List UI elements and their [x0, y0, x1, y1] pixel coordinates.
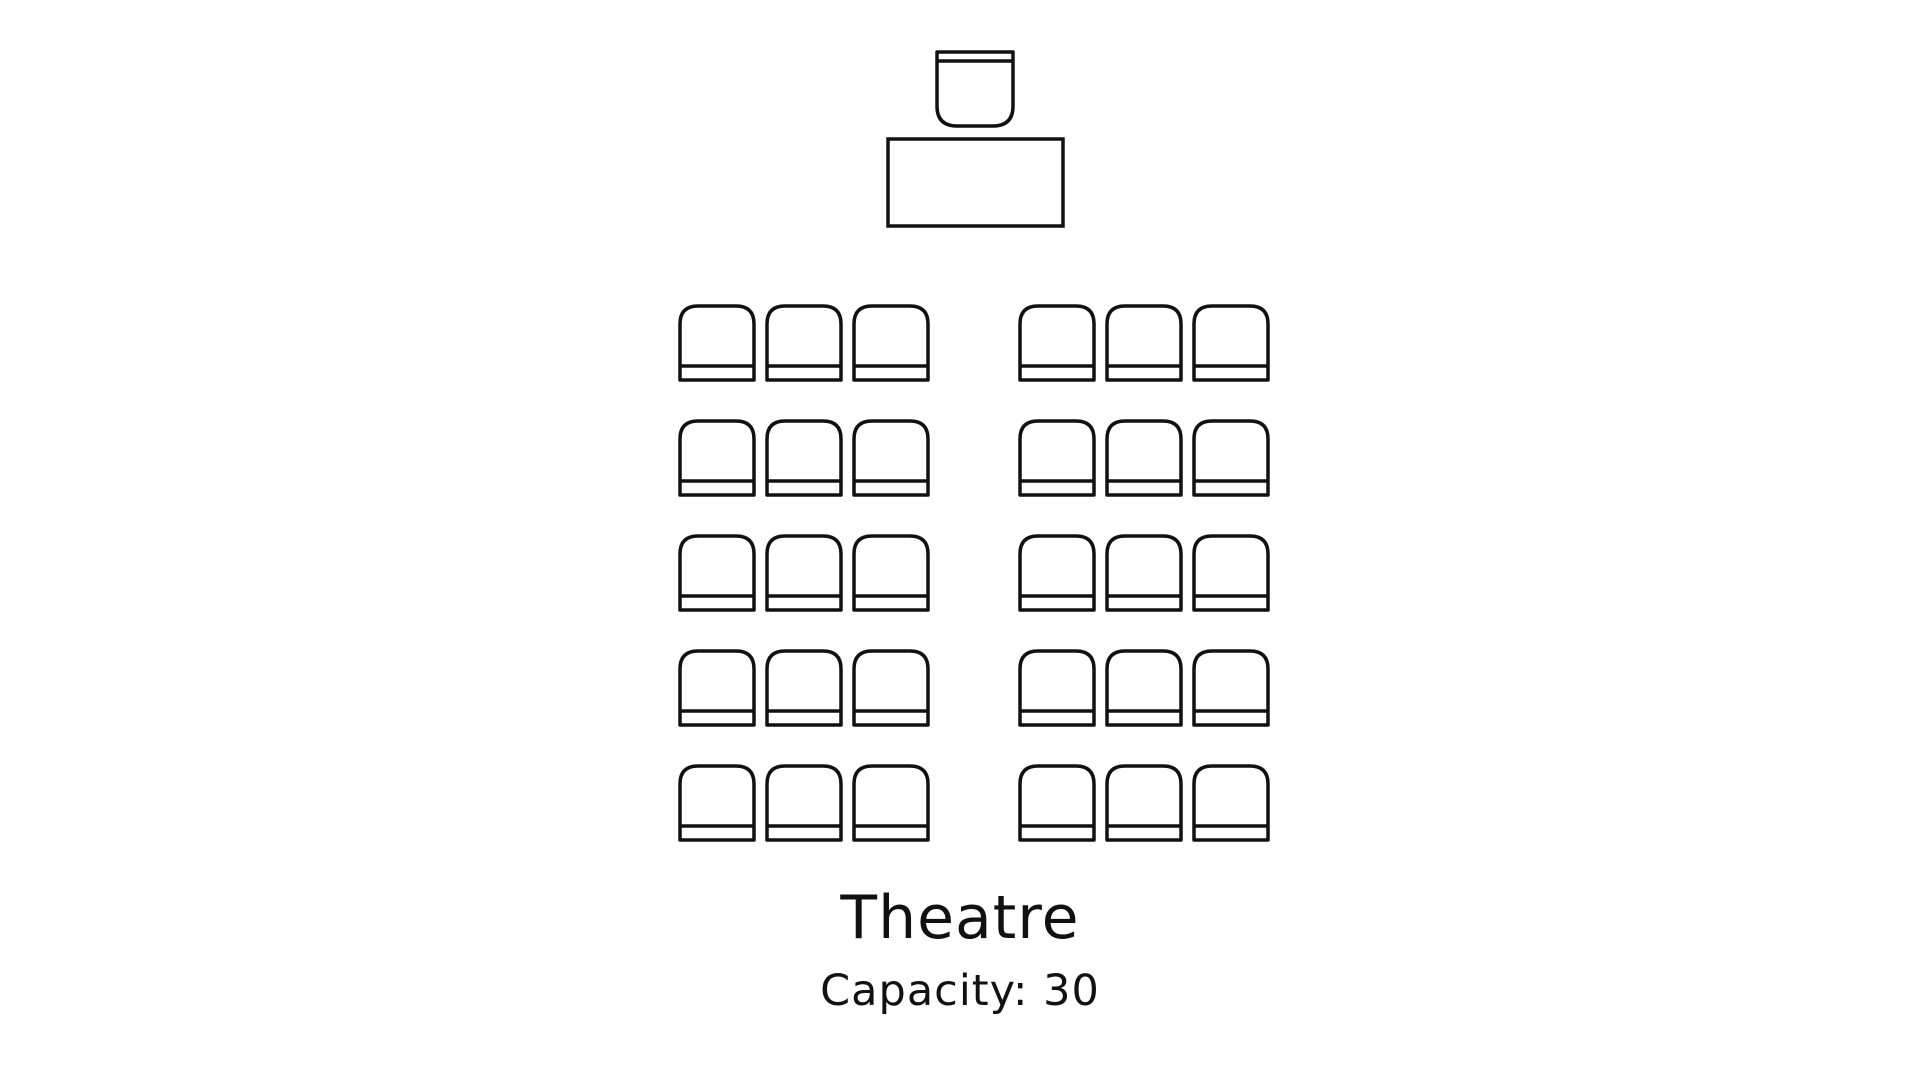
seat-icon: [765, 304, 843, 382]
seat-icon: [678, 419, 756, 497]
seat-icon: [1018, 534, 1096, 612]
seat-icon: [1105, 304, 1183, 382]
seat-icon: [852, 304, 930, 382]
audience-seats: [678, 304, 1270, 842]
seat-icon: [852, 534, 930, 612]
seat-icon: [1105, 419, 1183, 497]
seat-icon: [765, 419, 843, 497]
seat-icon: [765, 649, 843, 727]
seat-icon: [1105, 649, 1183, 727]
seat-icon: [765, 764, 843, 842]
seat-icon: [678, 649, 756, 727]
seat-icon: [678, 764, 756, 842]
seat-icon: [765, 534, 843, 612]
capacity-label: Capacity: 30: [820, 966, 1100, 1016]
seat-icon: [852, 764, 930, 842]
seat-icon: [1018, 304, 1096, 382]
presenter-table-icon: [886, 137, 1065, 228]
seat-icon: [852, 419, 930, 497]
seat-icon: [1018, 419, 1096, 497]
seat-icon: [1192, 419, 1270, 497]
presenter-chair-icon: [935, 50, 1015, 128]
seat-icon: [1105, 764, 1183, 842]
layout-title: Theatre: [840, 883, 1080, 953]
seat-icon: [1018, 649, 1096, 727]
seat-icon: [1018, 764, 1096, 842]
seat-icon: [678, 304, 756, 382]
seat-icon: [852, 649, 930, 727]
seat-icon: [1192, 649, 1270, 727]
seat-icon: [678, 534, 756, 612]
seat-icon: [1192, 534, 1270, 612]
seat-icon: [1192, 304, 1270, 382]
seat-icon: [1192, 764, 1270, 842]
seat-icon: [1105, 534, 1183, 612]
